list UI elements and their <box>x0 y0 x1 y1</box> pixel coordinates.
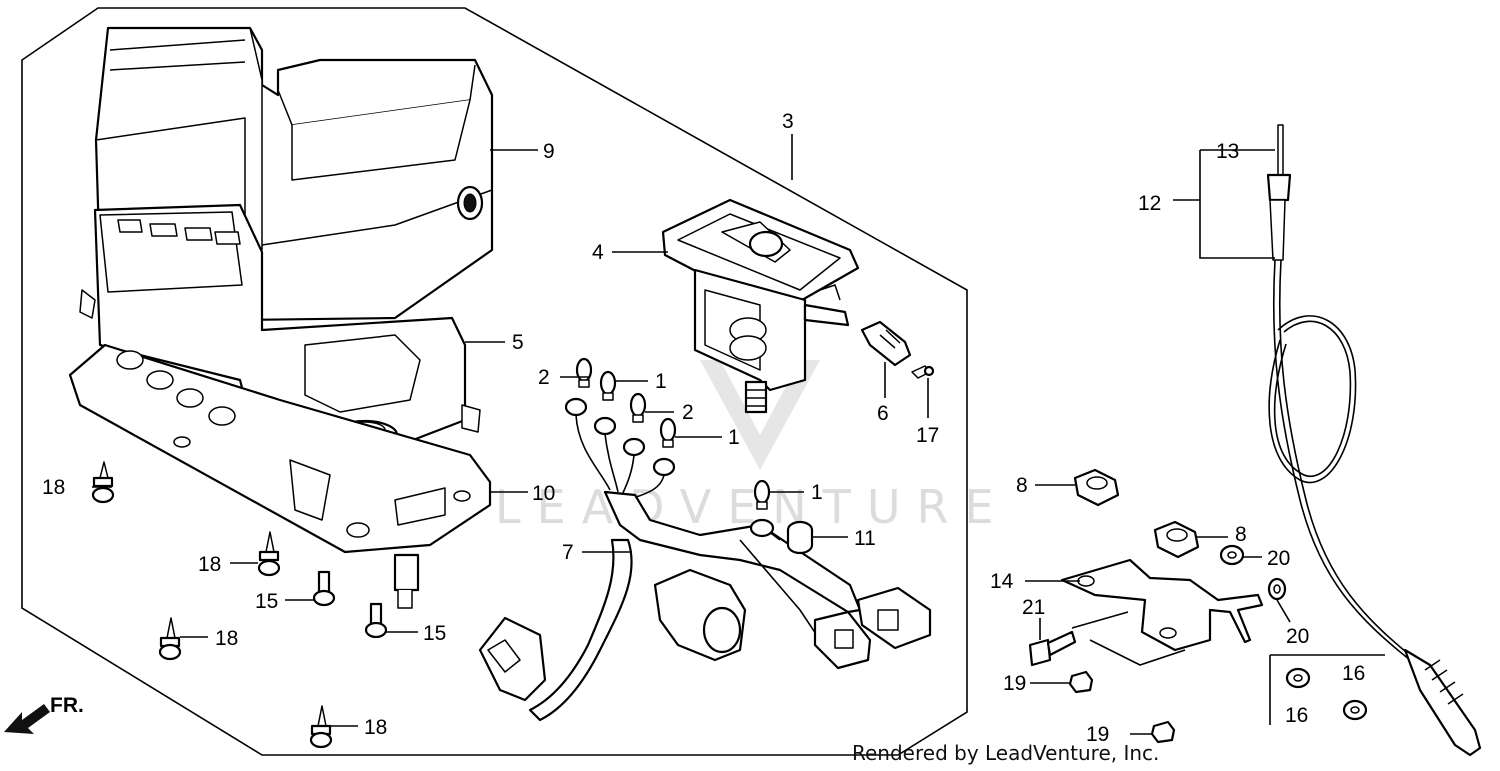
watermark-text: LEADVENTURE <box>495 480 1010 534</box>
callout-1-c: 1 <box>811 481 823 504</box>
callout-16-a: 16 <box>1285 704 1308 727</box>
washer-20-a <box>1219 544 1245 566</box>
callout-12: 12 <box>1138 192 1161 215</box>
screw-18-d <box>309 705 333 749</box>
screw-18-a <box>91 461 115 504</box>
collar-16-b <box>1342 699 1368 721</box>
collar-16-a <box>1285 667 1311 689</box>
part-speedometer-cable <box>1266 124 1482 757</box>
part-cable-nut <box>860 320 912 367</box>
callout-18-b: 18 <box>198 553 221 576</box>
screw-15-a <box>312 570 336 607</box>
callout-17: 17 <box>916 424 939 447</box>
part-rubber-mount-a <box>1073 468 1120 507</box>
callout-4: 4 <box>592 241 604 264</box>
direction-label: FR. <box>50 694 84 717</box>
callout-8-b: 8 <box>1235 523 1247 546</box>
callout-21: 21 <box>1022 596 1045 619</box>
callout-2-a: 2 <box>538 366 550 389</box>
part-base-plate <box>68 343 492 609</box>
callout-8-a: 8 <box>1016 474 1028 497</box>
part-small-screw <box>911 365 935 379</box>
callout-labels: 9 5 10 3 4 6 17 7 13 12 8 8 14 21 19 19 … <box>42 110 1365 746</box>
callout-14: 14 <box>990 570 1014 593</box>
bulb-2-b <box>629 392 647 423</box>
screw-18-b <box>257 531 281 577</box>
bulb-1-c <box>753 479 771 510</box>
callout-9: 9 <box>543 140 555 163</box>
bulb-1-b <box>659 417 677 448</box>
part-grommet <box>786 520 814 555</box>
callout-2-b: 2 <box>682 401 694 424</box>
nut-19-b <box>1150 720 1176 744</box>
part-bracket <box>1060 558 1264 666</box>
callout-19-b: 19 <box>1086 723 1109 746</box>
leader-lines <box>92 134 1385 735</box>
washer-20-b <box>1267 577 1287 601</box>
callout-19-a: 19 <box>1003 672 1026 695</box>
callout-5: 5 <box>512 331 524 354</box>
callout-10: 10 <box>532 482 555 505</box>
callout-20-a: 20 <box>1267 547 1290 570</box>
callout-3: 3 <box>782 110 794 133</box>
bulb-2-a <box>575 357 593 388</box>
bulb-1-a <box>599 370 617 401</box>
direction-marker: FR. <box>4 694 84 734</box>
callout-18-a: 18 <box>42 476 65 499</box>
callout-1-a: 1 <box>655 370 667 393</box>
credit-text: Rendered by LeadVenture, Inc. <box>852 741 1160 765</box>
screw-15-b <box>364 602 388 639</box>
callout-1-b: 1 <box>728 426 740 449</box>
callout-7: 7 <box>562 541 574 564</box>
callout-11: 11 <box>854 527 876 550</box>
callout-18-d: 18 <box>364 716 387 739</box>
callout-13: 13 <box>1216 140 1239 163</box>
part-speedometer <box>661 198 860 414</box>
screw-18-c <box>158 617 182 661</box>
part-rubber-mount-b <box>1153 520 1200 559</box>
part-bolt <box>1028 630 1077 667</box>
callout-16-b: 16 <box>1342 662 1365 685</box>
watermark-logo: LEADVENTURE <box>495 360 1010 534</box>
callout-18-c: 18 <box>215 627 238 650</box>
callout-6: 6 <box>877 402 889 425</box>
callout-15-a: 15 <box>255 590 278 613</box>
part-wire-harness <box>478 397 932 722</box>
callout-20-b: 20 <box>1286 625 1309 648</box>
nut-19-a <box>1068 670 1094 694</box>
callout-15-b: 15 <box>423 622 446 645</box>
assembly-boundary <box>21 7 968 756</box>
